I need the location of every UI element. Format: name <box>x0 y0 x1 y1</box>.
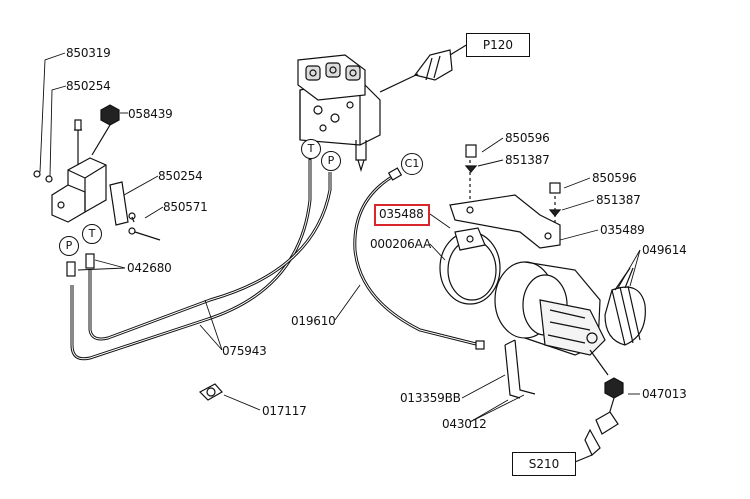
part-label-035488: 035488 <box>379 207 424 221</box>
part-label-850254-a: 850254 <box>66 79 111 93</box>
hex-047013 <box>604 377 624 419</box>
port-t-left: T <box>82 224 102 244</box>
part-label-850319: 850319 <box>66 46 111 60</box>
part-label-851387-b: 851387 <box>596 193 641 207</box>
bracket-assembly <box>51 119 161 241</box>
bracket-035489 <box>449 144 562 249</box>
hose-075943 <box>70 158 332 361</box>
part-label-850571: 850571 <box>163 200 208 214</box>
valve-block <box>297 54 381 173</box>
leader-lines <box>39 43 641 463</box>
clamp-ring <box>439 227 501 305</box>
clip-017117 <box>199 383 223 401</box>
sensor-s210 <box>574 411 619 463</box>
part-label-850254-b: 850254 <box>158 169 203 183</box>
filter-049614 <box>604 267 646 346</box>
port-p-top: P <box>321 151 341 171</box>
part-label-017117: 017117 <box>262 404 307 418</box>
pump-body <box>494 261 609 376</box>
hose-019610 <box>353 167 485 350</box>
part-label-049614: 049614 <box>642 243 687 257</box>
part-label-019610: 019610 <box>291 314 336 328</box>
label-box-s210: S210 <box>512 452 576 476</box>
part-label-075943: 075943 <box>222 344 267 358</box>
fittings-042680 <box>66 253 95 277</box>
part-label-047013: 047013 <box>642 387 687 401</box>
port-c1: C1 <box>401 153 423 175</box>
part-label-850596-a: 850596 <box>505 131 550 145</box>
part-label-000206aa: 000206AA <box>370 237 431 251</box>
part-label-013359bb: 013359BB <box>400 391 461 405</box>
part-label-035489: 035489 <box>600 223 645 237</box>
part-label-851387-a: 851387 <box>505 153 550 167</box>
part-label-058439: 058439 <box>128 107 173 121</box>
part-label-850596-b: 850596 <box>592 171 637 185</box>
part-label-042680: 042680 <box>127 261 172 275</box>
port-p-left: P <box>59 236 79 256</box>
label-box-p120: P120 <box>466 33 530 57</box>
hex-058439 <box>91 104 120 156</box>
part-label-043012: 043012 <box>442 417 487 431</box>
highlight-box <box>374 204 430 226</box>
port-t-top: T <box>301 139 321 159</box>
connector-p120 <box>379 43 469 93</box>
nuts-left <box>33 170 53 183</box>
studs-043012 <box>504 339 536 399</box>
